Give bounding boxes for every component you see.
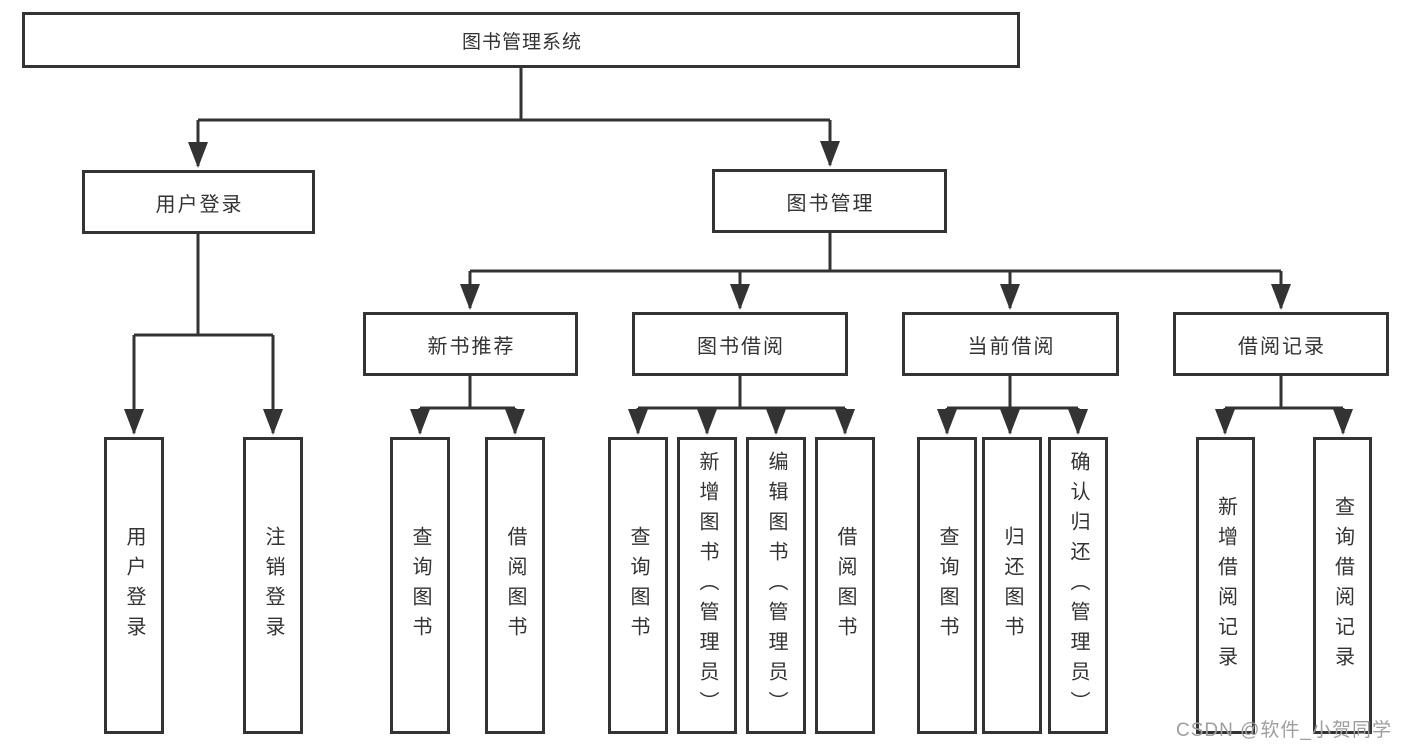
node-book-mgmt: 图书管理 bbox=[712, 169, 947, 233]
node-leaf-bb-query-books: 查询图书 bbox=[608, 437, 668, 734]
node-book-borrow: 图书借阅 bbox=[632, 312, 848, 376]
node-borrow-records: 借阅记录 bbox=[1173, 312, 1389, 376]
node-label: 注销登录 bbox=[262, 525, 284, 646]
node-leaf-cb-return-books: 归还图书 bbox=[982, 437, 1042, 734]
node-label: 图书管理 bbox=[786, 192, 875, 215]
node-leaf-logout: 注销登录 bbox=[243, 437, 303, 734]
node-label: 用户登录 bbox=[155, 193, 244, 216]
node-label: 查询图书 bbox=[627, 525, 649, 646]
node-label: 借阅记录 bbox=[1238, 335, 1326, 358]
node-label: 查询图书 bbox=[936, 525, 958, 646]
node-leaf-bb-borrow-books: 借阅图书 bbox=[815, 437, 875, 734]
node-label: 新增借阅记录 bbox=[1214, 495, 1237, 676]
node-leaf-rec-query-books: 查询图书 bbox=[390, 437, 450, 734]
node-leaf-cb-query-books: 查询图书 bbox=[917, 437, 977, 734]
node-leaf-rec-borrow-books: 借阅图书 bbox=[485, 437, 545, 734]
node-leaf-bb-add-books-admin: 新增图书（管理员） bbox=[677, 437, 737, 734]
node-label: 查询借阅记录 bbox=[1331, 495, 1354, 676]
node-label: 借阅图书 bbox=[834, 525, 856, 646]
node-leaf-br-query-record: 查询借阅记录 bbox=[1313, 437, 1372, 734]
node-label: 新增图书（管理员） bbox=[696, 450, 718, 721]
node-label: 确认归还（管理员） bbox=[1067, 450, 1089, 721]
node-label: 编辑图书（管理员） bbox=[765, 450, 787, 721]
node-label: 用户登录 bbox=[123, 525, 145, 646]
node-leaf-bb-edit-books-admin: 编辑图书（管理员） bbox=[746, 437, 806, 734]
node-label: 查询图书 bbox=[409, 525, 431, 646]
node-label: 归还图书 bbox=[1001, 525, 1023, 646]
node-label: 图书管理系统 bbox=[461, 31, 582, 53]
node-root-system: 图书管理系统 bbox=[22, 12, 1020, 68]
node-label: 当前借阅 bbox=[967, 335, 1056, 358]
node-current-borrow: 当前借阅 bbox=[902, 312, 1119, 376]
node-user-login: 用户登录 bbox=[82, 170, 315, 234]
node-leaf-br-add-record: 新增借阅记录 bbox=[1196, 437, 1255, 734]
node-label: 新书推荐 bbox=[427, 335, 516, 358]
node-leaf-user-login: 用户登录 bbox=[104, 437, 164, 734]
node-label: 图书借阅 bbox=[697, 335, 785, 358]
node-leaf-cb-confirm-return-admin: 确认归还（管理员） bbox=[1048, 437, 1108, 734]
csdn-watermark: CSDN @软件_小贺同学 bbox=[1176, 720, 1392, 741]
node-new-book-rec: 新书推荐 bbox=[363, 312, 578, 376]
node-label: 借阅图书 bbox=[504, 525, 526, 646]
